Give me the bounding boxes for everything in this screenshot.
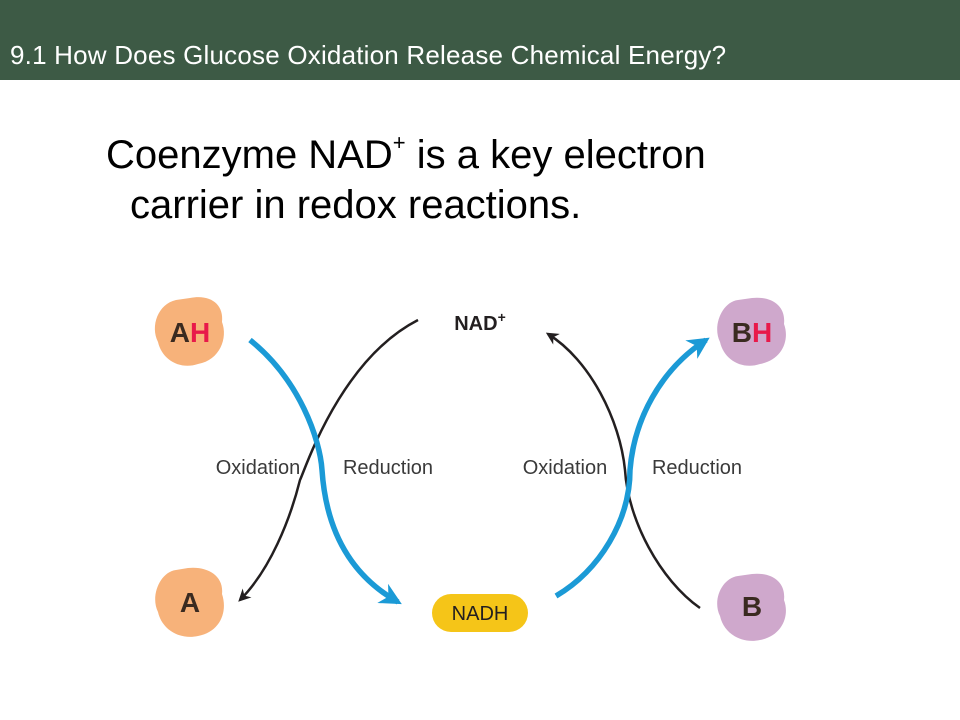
b-blob — [717, 573, 786, 641]
a-label: A — [180, 587, 200, 618]
headline: Coenzyme NAD+ is a key electron carrier … — [106, 130, 866, 230]
b-label: B — [742, 591, 762, 622]
left-reduction-label: Reduction — [343, 457, 433, 479]
nad-label: NAD+ — [454, 309, 506, 335]
headline-line1-main: Coenzyme NAD — [106, 133, 393, 177]
left-black-arrow — [238, 318, 419, 602]
bh-label: BH — [732, 317, 772, 348]
right-black-arrow — [545, 332, 701, 610]
a-blob — [155, 567, 224, 637]
nadh-label: NADH — [452, 603, 509, 625]
slide-title: 9.1 How Does Glucose Oxidation Release C… — [10, 40, 727, 70]
headline-line2: carrier in redox reactions. — [130, 183, 582, 227]
right-reduction-label: Reduction — [652, 457, 742, 479]
header-bar: 9.1 How Does Glucose Oxidation Release C… — [0, 0, 960, 80]
headline-line1-rest: is a key electron — [405, 133, 706, 177]
headline-sup: + — [392, 129, 406, 155]
ah-label: AH — [170, 317, 210, 348]
right-blue-arrow — [554, 337, 710, 599]
bh-blob — [717, 297, 786, 366]
ah-blob — [154, 297, 224, 366]
nadh-pill — [432, 594, 528, 632]
left-oxidation-label: Oxidation — [216, 457, 301, 479]
left-blue-arrow — [248, 337, 402, 605]
right-oxidation-label: Oxidation — [523, 457, 608, 479]
